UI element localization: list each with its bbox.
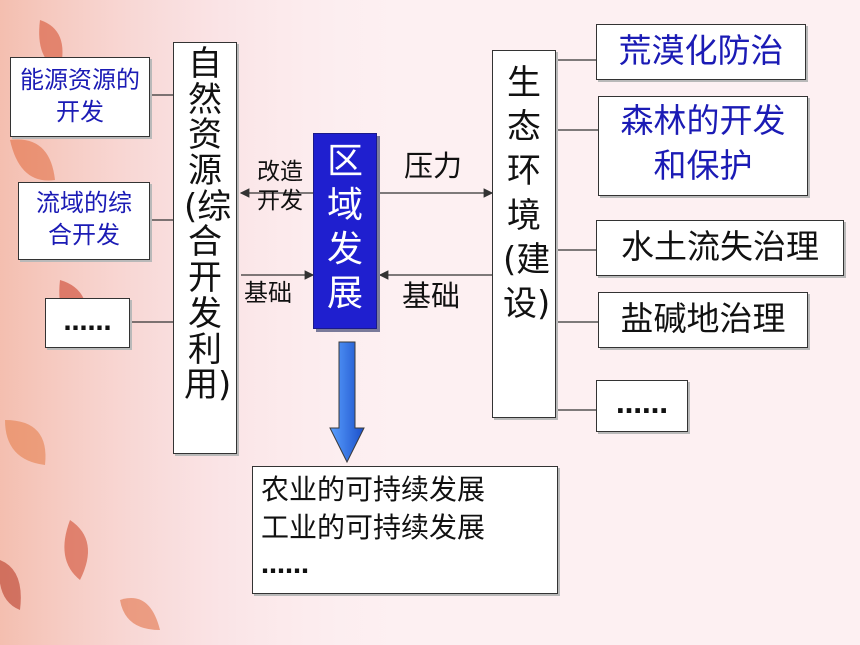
reform-development-label: 改造开发 — [257, 159, 303, 214]
left-ellipsis-box: …… — [45, 298, 130, 348]
industry-sustainable-text: 工业的可持续发展 — [261, 511, 486, 544]
basis-right-label: 基础 — [402, 279, 461, 313]
regional-development-box: 区域发展 — [313, 133, 377, 329]
sustainable-development-box: 农业的可持续发展 工业的可持续发展 …… — [252, 466, 558, 594]
bottom-ellipsis-text: …… — [261, 551, 309, 579]
right-ellipsis-box: …… — [596, 380, 688, 432]
natural-resources-box: 自然资源(综合开发利用) — [173, 42, 237, 454]
basin-development-box: 流域的综合开发 — [18, 182, 150, 260]
ecological-environment-text: 生态环境(建设) — [503, 63, 551, 324]
forest-text: 森林的开发和保护 — [620, 101, 786, 185]
right-ellipsis-text: …… — [616, 390, 668, 420]
soil-erosion-text: 水土流失治理 — [621, 227, 819, 266]
regional-development-text: 区域发展 — [326, 141, 363, 314]
saline-land-text: 盐碱地治理 — [620, 299, 786, 338]
agriculture-sustainable-text: 农业的可持续发展 — [261, 473, 486, 506]
desertification-box: 荒漠化防治 — [596, 24, 806, 80]
energy-resources-box: 能源资源的开发 — [10, 57, 150, 137]
left-ellipsis-text: …… — [63, 308, 112, 336]
soil-erosion-box: 水土流失治理 — [596, 220, 844, 276]
basis-left-label: 基础 — [244, 279, 292, 307]
down-arrow — [329, 341, 365, 464]
energy-resources-text: 能源资源的开发 — [20, 66, 140, 127]
desertification-text: 荒漠化防治 — [618, 31, 784, 70]
natural-resources-text: 自然资源(综合开发利用) — [184, 44, 232, 406]
ecological-environment-box: 生态环境(建设) — [492, 50, 556, 418]
basin-development-text: 流域的综合开发 — [36, 189, 132, 250]
saline-land-box: 盐碱地治理 — [598, 292, 808, 348]
forest-box: 森林的开发和保护 — [598, 96, 808, 196]
pressure-label: 压力 — [404, 149, 463, 183]
